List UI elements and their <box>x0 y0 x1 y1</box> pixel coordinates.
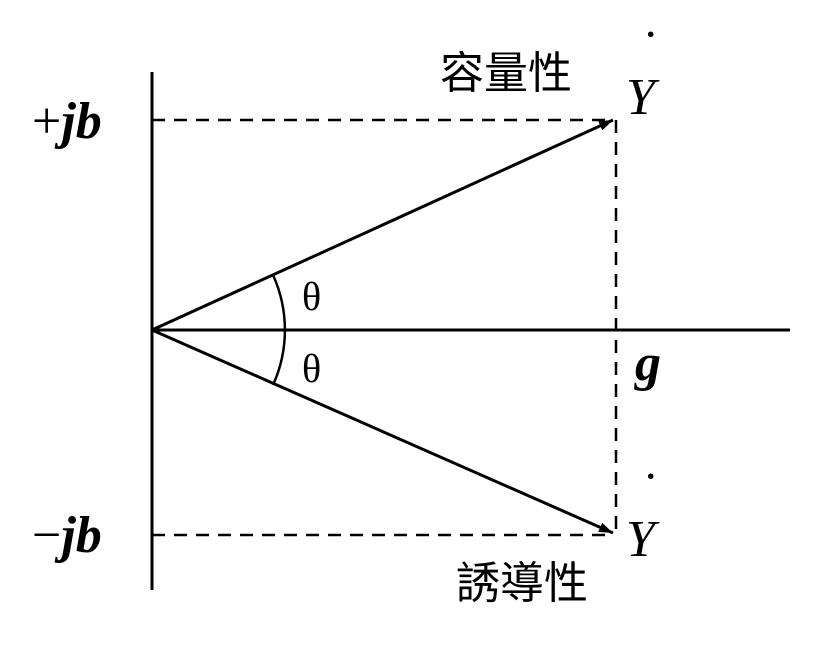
minus-jb-label: −jb <box>32 507 102 564</box>
plus-jb-label: +jb <box>32 93 102 150</box>
minus-sign: − <box>32 507 61 564</box>
g-label: g <box>634 335 661 392</box>
theta-lower-label: θ <box>302 346 321 391</box>
plus-b: b <box>76 93 102 150</box>
theta-upper-label: θ <box>302 274 321 319</box>
capacitive-label: 容量性 <box>440 48 572 99</box>
minus-b: b <box>76 507 102 564</box>
lower-y-dot-label: ˙ <box>642 463 659 520</box>
inductive-label: 誘導性 <box>456 558 588 609</box>
upper-y-dot-label: ˙ <box>642 21 659 78</box>
plus-sign: + <box>32 93 61 150</box>
upper-y-label: Y <box>626 69 660 126</box>
theta-angle-arc <box>271 274 287 386</box>
inductive-admittance-phasor <box>151 328 614 535</box>
capacitive-admittance-phasor <box>151 118 614 332</box>
lower-y-label: Y <box>626 511 660 568</box>
